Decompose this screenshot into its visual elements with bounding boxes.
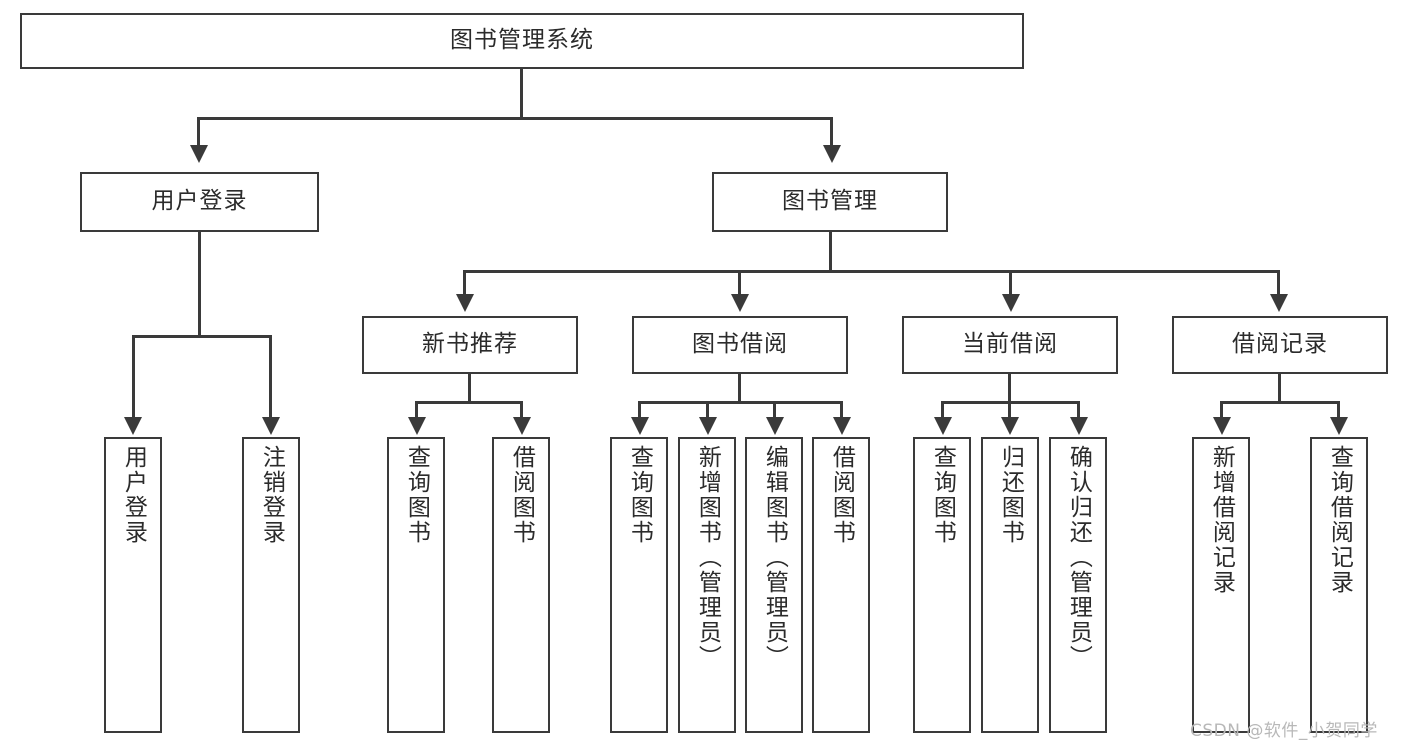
edge-book-borrow-to-leaf-4 xyxy=(840,401,843,419)
arrow-to-leaf-return-book xyxy=(1001,417,1019,435)
leaf-query-book-borrow[interactable]: 查询图书 xyxy=(610,437,668,733)
node-current-borrow[interactable]: 当前借阅 xyxy=(902,316,1118,374)
node-new-book-recommend[interactable]: 新书推荐 xyxy=(362,316,578,374)
edge-book-mgmt-bus xyxy=(463,270,1279,273)
leaf-return-book[interactable]: 归还图书 xyxy=(981,437,1039,733)
arrow-to-user-login xyxy=(190,145,208,163)
arrow-to-new-book-recommend xyxy=(456,294,474,312)
leaf-query-borrow-record[interactable]: 查询借阅记录 xyxy=(1310,437,1368,733)
leaf-edit-book-admin[interactable]: 编辑图书（管理员） xyxy=(745,437,803,733)
leaf-borrow-book[interactable]: 借阅图书 xyxy=(812,437,870,733)
node-label: 查询图书 xyxy=(626,445,653,545)
node-label: 查询图书 xyxy=(403,445,430,545)
watermark-text: CSDN @软件_小贺同学 xyxy=(1190,721,1378,741)
edge-root-stem xyxy=(520,69,523,117)
arrow-to-leaf-borrow-book-a xyxy=(513,417,531,435)
edge-borrow-record-bus xyxy=(1220,401,1340,404)
node-label: 图书管理系统 xyxy=(450,27,594,54)
edge-book-borrow-to-leaf-3 xyxy=(773,401,776,419)
edge-book-borrow-to-leaf-1 xyxy=(638,401,641,419)
arrow-to-leaf-add-record xyxy=(1213,417,1231,435)
arrow-to-leaf-query-book-c xyxy=(934,417,952,435)
edge-new-book-stem xyxy=(468,374,471,403)
edge-user-login-bus xyxy=(132,335,272,338)
node-root-system[interactable]: 图书管理系统 xyxy=(20,13,1024,69)
edge-bus-to-book-borrow xyxy=(738,270,741,296)
edge-book-borrow-stem xyxy=(738,374,741,403)
edge-user-login-stem xyxy=(198,232,201,335)
node-label: 注销登录 xyxy=(258,445,285,545)
edge-bus-to-current-borrow xyxy=(1009,270,1012,296)
edge-root-to-user-login xyxy=(197,117,200,147)
arrow-to-leaf-query-book-b xyxy=(631,417,649,435)
edge-borrow-record-to-leaf-2 xyxy=(1337,401,1340,419)
leaf-add-borrow-record[interactable]: 新增借阅记录 xyxy=(1192,437,1250,733)
edge-bus-to-borrow-record xyxy=(1277,270,1280,296)
edge-bus-to-new-book xyxy=(463,270,466,296)
node-label: 图书借阅 xyxy=(692,331,788,358)
leaf-query-book-current[interactable]: 查询图书 xyxy=(913,437,971,733)
node-borrow-record[interactable]: 借阅记录 xyxy=(1172,316,1388,374)
node-label: 查询图书 xyxy=(929,445,956,545)
leaf-user-login[interactable]: 用户登录 xyxy=(104,437,162,733)
leaf-borrow-book-recommend[interactable]: 借阅图书 xyxy=(492,437,550,733)
node-label: 确认归还（管理员） xyxy=(1065,445,1092,670)
edge-current-borrow-to-leaf-2 xyxy=(1008,401,1011,419)
edge-new-book-bus xyxy=(415,401,523,404)
leaf-add-book-admin[interactable]: 新增图书（管理员） xyxy=(678,437,736,733)
node-label: 归还图书 xyxy=(997,445,1024,545)
edge-new-book-to-leaf-2 xyxy=(520,401,523,419)
edge-current-borrow-to-leaf-1 xyxy=(941,401,944,419)
edge-book-borrow-bus xyxy=(638,401,843,404)
arrow-to-leaf-confirm-return xyxy=(1070,417,1088,435)
edge-current-borrow-stem xyxy=(1008,374,1011,403)
node-label: 图书管理 xyxy=(782,188,878,215)
arrow-to-leaf-add-book xyxy=(699,417,717,435)
arrow-to-leaf-borrow-book-b xyxy=(833,417,851,435)
node-label: 新增借阅记录 xyxy=(1208,445,1235,595)
node-user-login[interactable]: 用户登录 xyxy=(80,172,319,232)
edge-borrow-record-stem xyxy=(1278,374,1281,403)
node-label: 新书推荐 xyxy=(422,331,518,358)
arrow-to-leaf-user-login xyxy=(124,417,142,435)
edge-user-login-to-leaf-2 xyxy=(269,335,272,419)
node-label: 用户登录 xyxy=(120,445,147,545)
leaf-query-book-recommend[interactable]: 查询图书 xyxy=(387,437,445,733)
edge-root-bus xyxy=(197,117,833,120)
edge-user-login-to-leaf-1 xyxy=(132,335,135,419)
node-label: 当前借阅 xyxy=(962,331,1058,358)
arrow-to-leaf-logout xyxy=(262,417,280,435)
edge-new-book-to-leaf-1 xyxy=(415,401,418,419)
arrow-to-book-borrow xyxy=(731,294,749,312)
node-label: 用户登录 xyxy=(151,188,248,215)
leaf-confirm-return-admin[interactable]: 确认归还（管理员） xyxy=(1049,437,1107,733)
node-label: 新增图书（管理员） xyxy=(694,445,721,670)
edge-root-to-book-mgmt xyxy=(830,117,833,147)
edge-book-mgmt-stem xyxy=(829,232,832,272)
node-book-management[interactable]: 图书管理 xyxy=(712,172,948,232)
node-label: 借阅图书 xyxy=(508,445,535,545)
node-label: 编辑图书（管理员） xyxy=(761,445,788,670)
edge-current-borrow-to-leaf-3 xyxy=(1077,401,1080,419)
node-label: 查询借阅记录 xyxy=(1326,445,1353,595)
node-label: 借阅记录 xyxy=(1232,331,1328,358)
node-label: 借阅图书 xyxy=(828,445,855,545)
leaf-logout[interactable]: 注销登录 xyxy=(242,437,300,733)
arrow-to-leaf-query-record xyxy=(1330,417,1348,435)
edge-book-borrow-to-leaf-2 xyxy=(706,401,709,419)
edge-borrow-record-to-leaf-1 xyxy=(1220,401,1223,419)
arrow-to-leaf-edit-book xyxy=(766,417,784,435)
arrow-to-current-borrow xyxy=(1002,294,1020,312)
arrow-to-book-mgmt xyxy=(823,145,841,163)
arrow-to-borrow-record xyxy=(1270,294,1288,312)
arrow-to-leaf-query-book-a xyxy=(408,417,426,435)
node-book-borrow[interactable]: 图书借阅 xyxy=(632,316,848,374)
